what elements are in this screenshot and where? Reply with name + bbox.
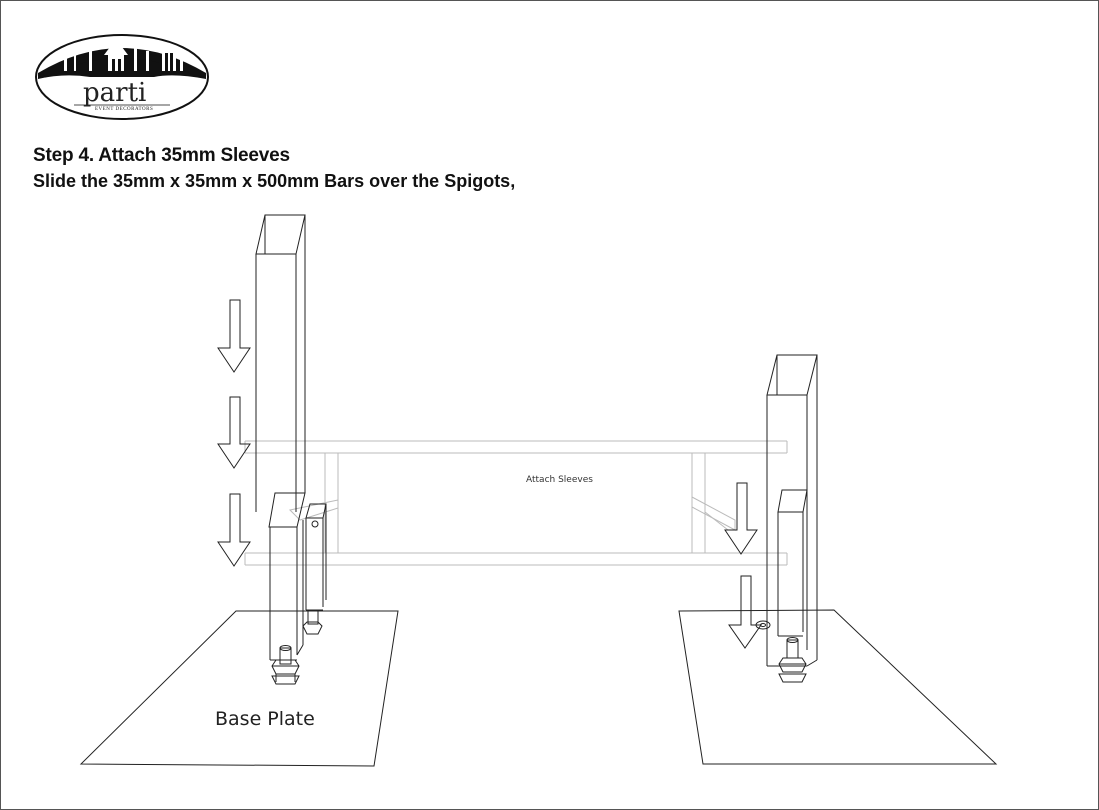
base-plate-left [79, 610, 399, 767]
parti-logo [35, 34, 209, 120]
frame-rail-top [244, 440, 788, 454]
frame-rail-bottom [244, 552, 788, 566]
base-plate-right [678, 609, 998, 765]
logo-tagline: EVENT DECORATORS [95, 107, 154, 112]
logo-wordmark: parti [83, 78, 147, 108]
down-arrow-icon [728, 575, 762, 649]
base-plate-label: Base Plate [215, 708, 315, 730]
spigot-sleeve-left [269, 520, 304, 661]
down-arrow-icon [217, 299, 251, 373]
short-bar-left [302, 503, 327, 635]
tall-bar-left [255, 214, 306, 512]
short-bar-right [777, 489, 808, 637]
bolt-right [778, 637, 807, 683]
step-description: Slide the 35mm x 35mm x 500mm Bars over … [33, 171, 516, 191]
down-arrow-icon [724, 482, 758, 555]
attach-sleeves-label: Attach Sleeves [526, 475, 593, 485]
sleeve-bottom-left [268, 492, 306, 528]
tall-bar-right [766, 354, 818, 667]
down-arrow-icon [217, 396, 251, 469]
bolt-left [271, 645, 300, 685]
down-arrow-icon [217, 493, 251, 567]
step-title: Step 4. Attach 35mm Sleeves [33, 145, 290, 166]
